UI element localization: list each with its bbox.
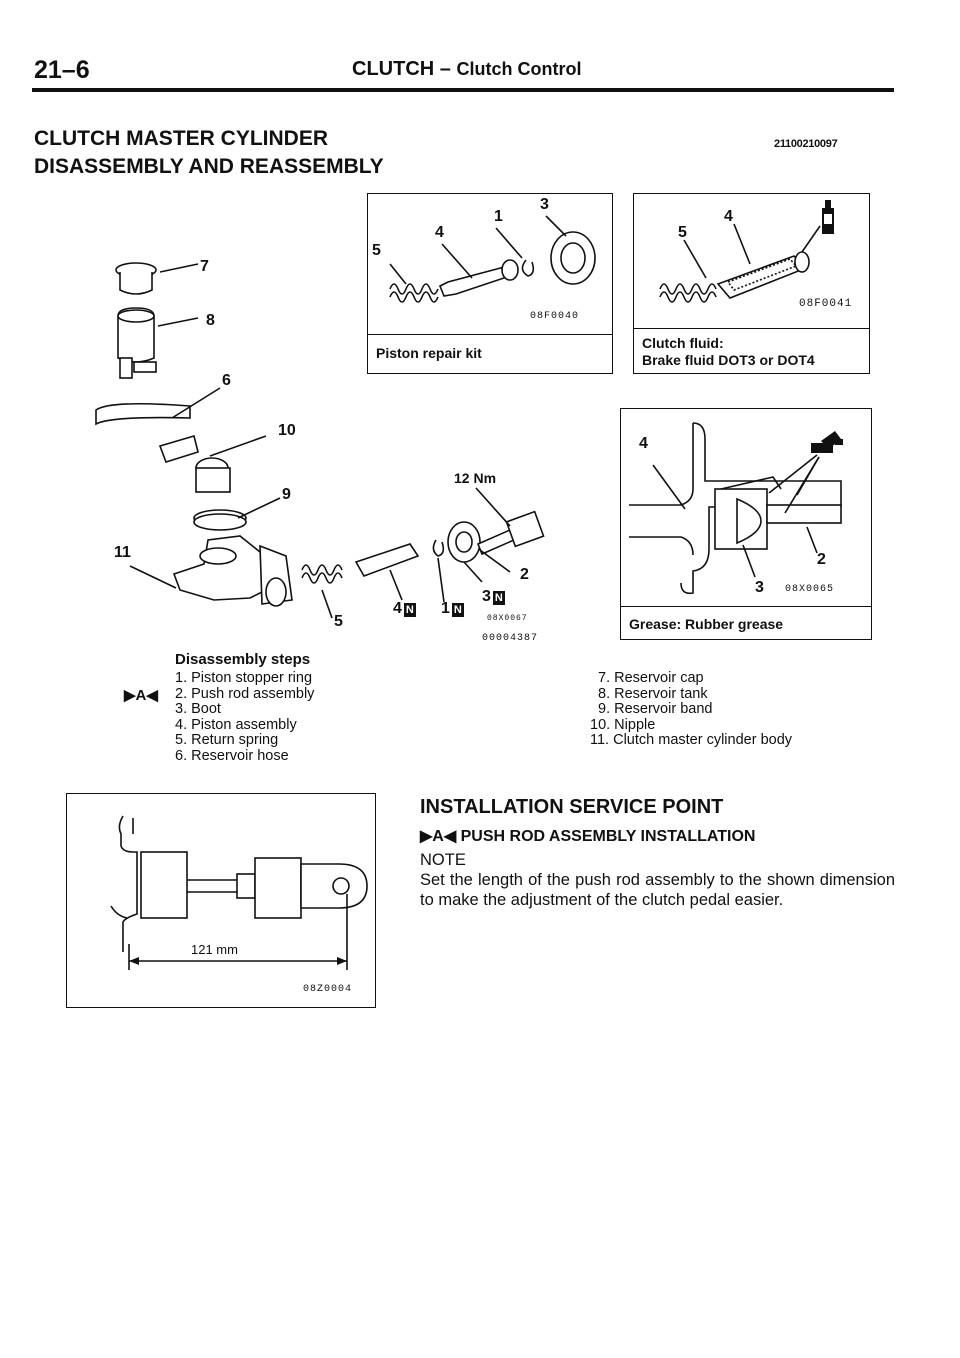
spring-drawing xyxy=(659,283,717,295)
installation-title: INSTALLATION SERVICE POINT xyxy=(420,796,724,818)
label-1-number: 1 xyxy=(441,600,450,617)
label-2: 2 xyxy=(520,566,529,583)
return-spring-drawing xyxy=(301,564,343,576)
nipple-drawing xyxy=(158,434,231,493)
push-rod-figure-code: 08Z0004 xyxy=(303,984,353,995)
service-point-marker: ▶A◀ xyxy=(420,828,457,845)
label-5: 5 xyxy=(334,613,343,630)
step-item: 7. Reservoir cap xyxy=(598,670,704,686)
note-label: NOTE xyxy=(420,851,466,869)
step-item: 8. Reservoir tank xyxy=(598,685,708,702)
stopper-ring-drawing xyxy=(432,539,445,557)
grease-gun-icon xyxy=(811,431,843,453)
fluid-caption-line2: Brake fluid DOT3 or DOT4 xyxy=(642,352,815,368)
piston-kit-illustration xyxy=(389,215,596,303)
label-3-new-part-badge: N xyxy=(492,591,505,605)
kit-label-3: 3 xyxy=(540,196,549,213)
stopper-ring-drawing xyxy=(521,259,535,277)
kit-caption-divider xyxy=(368,334,612,335)
piston-repair-kit-figure: 5 4 1 3 08F0040 Piston repair kit xyxy=(367,193,613,374)
section-title: CLUTCH xyxy=(352,58,435,80)
label-7: 7 xyxy=(200,258,209,275)
section-heading-line2: DISASSEMBLY AND REASSEMBLY xyxy=(34,155,384,178)
exploded-figure-code: 08X0067 xyxy=(487,614,528,623)
grease-label-3: 3 xyxy=(755,579,764,596)
fluid-label-5: 5 xyxy=(678,224,687,241)
label-1-new-part-badge: N xyxy=(451,603,464,617)
label-11: 11 xyxy=(114,544,131,561)
exploded-view-illustration xyxy=(95,262,545,619)
step-item: 11. Clutch master cylinder body xyxy=(590,732,793,748)
push-rod-dimension-figure: 121 mm 08Z0004 xyxy=(66,793,376,1008)
steps-list-right: 7. Reservoir cap 8. Reservoir tank 9. Re… xyxy=(590,670,793,749)
boot-drawing xyxy=(447,521,481,563)
label-4-number: 4 xyxy=(393,600,402,617)
piston-assembly-drawing xyxy=(354,543,420,577)
section-heading-line1: CLUTCH MASTER CYLINDER xyxy=(34,127,328,150)
boot-drawing xyxy=(550,231,596,285)
exploded-figure-id: 00004387 xyxy=(482,633,539,644)
push-rod-illustration xyxy=(110,815,368,970)
piston-drawing xyxy=(438,259,519,297)
service-point-marker: ▶A◀ xyxy=(124,687,158,704)
grease-label-4: 4 xyxy=(639,435,648,452)
grease-caption-divider xyxy=(621,606,871,607)
step-item: 3. Boot xyxy=(175,701,221,717)
fluid-kit-illustration xyxy=(659,200,834,303)
kit-figure-code: 08F0040 xyxy=(530,311,580,322)
reservoir-hose-drawing xyxy=(95,402,191,426)
steps-title: Disassembly steps xyxy=(175,651,311,668)
reservoir-band-drawing xyxy=(193,509,247,531)
step-item: 2. Push rod assembly xyxy=(175,685,315,702)
page-number: 21–6 xyxy=(34,56,90,84)
reservoir-tank-drawing xyxy=(117,307,157,379)
return-spring-drawing xyxy=(389,283,439,303)
step-item: 4. Piston assembly xyxy=(175,716,297,733)
kit-caption: Piston repair kit xyxy=(376,345,482,361)
installation-subtitle: ▶A◀ PUSH ROD ASSEMBLY INSTALLATION xyxy=(420,826,755,846)
step-item: 10. Nipple xyxy=(590,716,656,733)
label-9: 9 xyxy=(282,486,291,503)
grease-figure-code: 08X0065 xyxy=(785,584,835,595)
label-3-number: 3 xyxy=(482,588,491,605)
installation-subtitle-text: PUSH ROD ASSEMBLY INSTALLATION xyxy=(460,828,756,845)
step-item: 5. Return spring xyxy=(175,732,279,748)
label-8: 8 xyxy=(206,312,215,329)
label-10: 10 xyxy=(278,422,296,439)
fluid-bottle-icon xyxy=(822,200,834,234)
header-dash: – xyxy=(439,58,451,80)
step-item: 1. Piston stopper ring xyxy=(175,670,313,686)
step-item: 9. Reservoir band xyxy=(598,701,713,717)
kit-label-5: 5 xyxy=(372,242,381,259)
label-4-new-part-badge: N xyxy=(403,603,416,617)
fluid-caption-divider xyxy=(634,328,869,329)
push-rod-drawing xyxy=(476,510,545,556)
torque-spec: 12 Nm xyxy=(454,470,497,486)
subsection-title: Clutch Control xyxy=(456,59,582,79)
label-6: 6 xyxy=(222,372,231,389)
reservoir-cap-drawing xyxy=(115,262,157,295)
kit-label-4: 4 xyxy=(435,224,444,241)
page-header-title: CLUTCH – Clutch Control xyxy=(352,58,581,81)
master-cylinder-body-drawing xyxy=(172,535,293,607)
grease-figure: 4 2 3 08X0065 Grease: Rubber grease xyxy=(620,408,872,640)
document-id: 21100210097 xyxy=(774,138,838,150)
grease-caption: Grease: Rubber grease xyxy=(629,616,784,632)
grease-illustration xyxy=(629,422,843,595)
fluid-label-4: 4 xyxy=(724,208,733,225)
grease-label-2: 2 xyxy=(817,551,826,568)
note-text: Set the length of the push rod assembly … xyxy=(420,871,895,909)
header-rule xyxy=(32,88,894,92)
push-rod-dimension: 121 mm xyxy=(191,942,238,957)
fluid-caption-line1: Clutch fluid: xyxy=(642,335,724,351)
fluid-figure-code: 08F0041 xyxy=(799,298,853,310)
clutch-fluid-figure: 5 4 08F0041 Clutch fluid: Brake fluid DO… xyxy=(633,193,870,374)
kit-label-1: 1 xyxy=(494,208,503,225)
step-item: 6. Reservoir hose xyxy=(175,747,289,764)
steps-list-left: 1. Piston stopper ring 2. Push rod assem… xyxy=(175,670,315,764)
